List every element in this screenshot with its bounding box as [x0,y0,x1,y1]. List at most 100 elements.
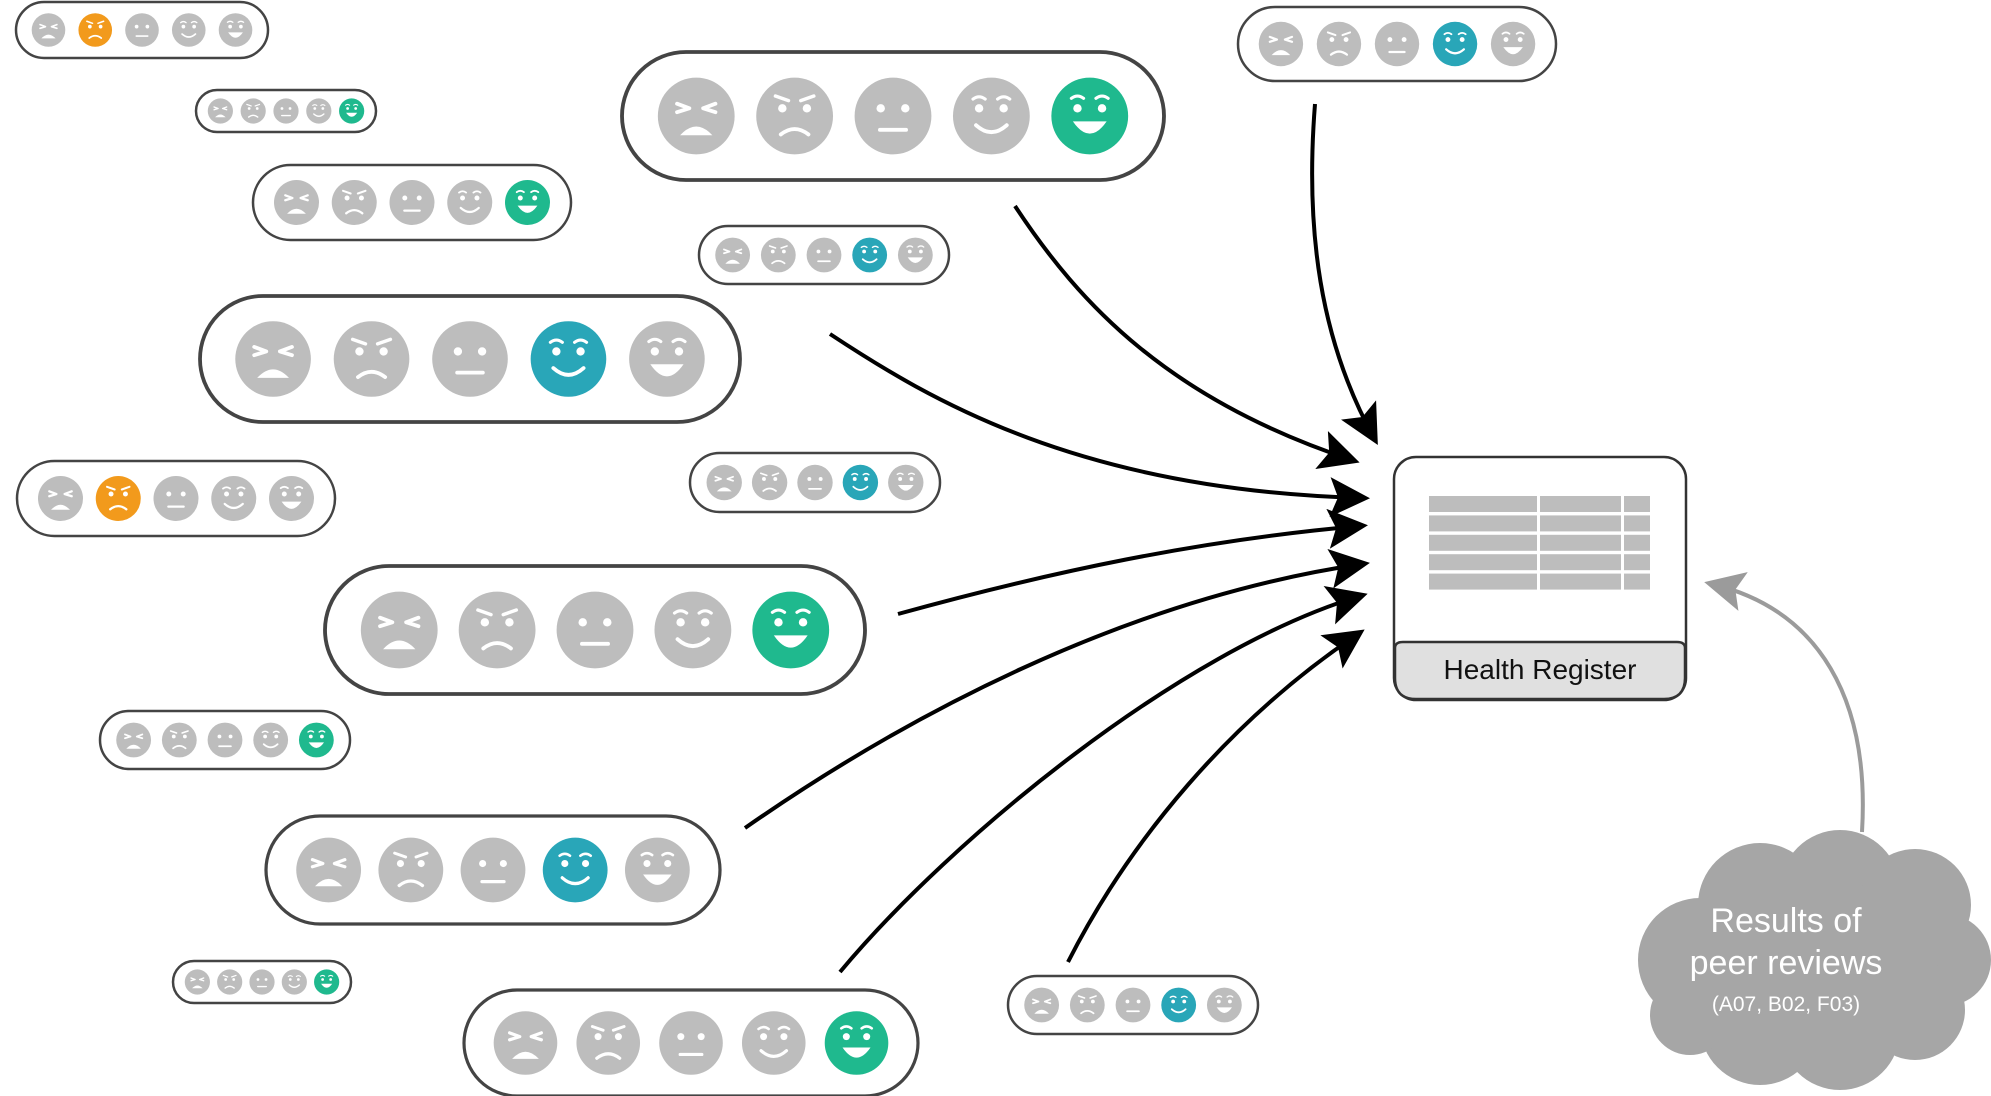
very-happy-face-icon [218,13,253,47]
very-unhappy-face-icon [1024,987,1060,1023]
peer-reviews-line-3: (A07, B02, F03) [1711,993,1861,1016]
rating-group-g02 [194,88,378,134]
register-cell [1540,496,1621,512]
peer-reviews-line-1: Results of [1710,902,1862,940]
unhappy-face-icon [1069,987,1105,1023]
very-unhappy-face-icon [116,722,152,758]
register-cell [1429,534,1537,551]
unhappy-face-icon [751,464,788,501]
peer-review-arrow [1704,572,1865,833]
register-cell [1540,515,1621,532]
neutral-face-icon [389,180,435,225]
health-register [1392,455,1688,702]
arrow-6 [838,586,1368,974]
happy-face-icon [654,591,732,669]
peer-reviews-text: Results of peer reviews (A07, B02, F03) [1640,900,1932,1022]
rating-group-g11 [98,709,352,771]
register-table [1429,496,1650,590]
happy-face-icon [1432,21,1478,67]
neutral-face-icon [153,476,199,521]
rating-group-g09 [688,451,942,514]
neutral-face-icon [556,591,634,669]
unhappy-face-icon [240,98,266,124]
rating-group-g13 [171,959,353,1005]
happy-face-icon [253,722,289,758]
very-unhappy-face-icon [715,237,751,273]
register-cell [1429,515,1537,532]
happy-face-icon [171,13,206,47]
rating-group-g08 [15,459,337,538]
register-cell [1624,496,1650,512]
arrow-4 [897,508,1368,616]
neutral-face-icon [249,969,275,995]
very-unhappy-face-icon [493,1011,558,1075]
rating-group-g04 [620,50,1166,182]
happy-face-icon [542,837,608,903]
very-happy-face-icon [314,969,340,995]
register-cell [1624,554,1650,571]
very-happy-face-icon [629,321,705,397]
happy-face-icon [852,237,888,273]
very-happy-face-icon [888,464,924,501]
happy-face-icon [211,476,257,521]
very-unhappy-face-icon [38,476,83,521]
register-cell [1624,515,1650,532]
very-unhappy-face-icon [207,98,233,124]
neutral-face-icon [1115,987,1151,1023]
unhappy-face-icon [760,237,796,273]
rating-group-g10 [323,564,867,696]
unhappy-face-icon [378,837,444,903]
neutral-face-icon [806,237,842,273]
neutral-face-icon [854,77,932,155]
register-cell [1624,534,1650,551]
very-unhappy-face-icon [360,591,438,669]
unhappy-face-icon [95,476,141,521]
neutral-face-icon [207,722,243,758]
neutral-face-icon [659,1011,723,1075]
unhappy-face-icon [217,969,243,995]
register-cell [1540,534,1621,551]
very-happy-face-icon [505,180,550,225]
arrow-7 [1066,629,1365,963]
neutral-face-icon [460,837,526,903]
happy-face-icon [952,77,1030,155]
happy-face-icon [530,321,607,397]
neutral-face-icon [432,321,508,397]
unhappy-face-icon [576,1011,641,1075]
rating-groups [14,0,1558,1096]
neutral-face-icon [273,98,299,124]
peer-reviews-cloud [1638,830,1991,1090]
very-happy-face-icon [824,1011,889,1075]
happy-face-icon [842,464,879,501]
unhappy-face-icon [458,591,536,669]
very-unhappy-face-icon [274,180,319,225]
very-happy-face-icon [897,237,933,273]
rating-group-g05 [1236,5,1558,83]
register-cell [1429,554,1537,571]
happy-face-icon [741,1011,806,1075]
rating-group-g14 [462,988,920,1096]
register-cell [1429,573,1537,590]
rating-group-g07 [198,294,742,424]
happy-face-icon [447,180,493,225]
very-unhappy-face-icon [706,464,742,501]
register-footer [1393,640,1687,701]
unhappy-face-icon [78,13,113,47]
very-happy-face-icon [269,476,314,521]
happy-face-icon [306,98,332,124]
rating-group-g12 [264,814,722,926]
arrow-5 [743,548,1370,830]
rating-group-g01 [14,0,270,60]
happy-face-icon [281,969,307,995]
arrows [743,103,1378,974]
happy-face-icon [1161,987,1197,1023]
arrow-1 [1013,204,1360,469]
very-happy-face-icon [1206,987,1242,1023]
neutral-face-icon [797,464,833,501]
arrow-3 [828,332,1370,518]
unhappy-face-icon [331,180,377,225]
register-cell [1624,573,1650,590]
neutral-face-icon [125,13,159,47]
very-unhappy-face-icon [31,13,66,47]
